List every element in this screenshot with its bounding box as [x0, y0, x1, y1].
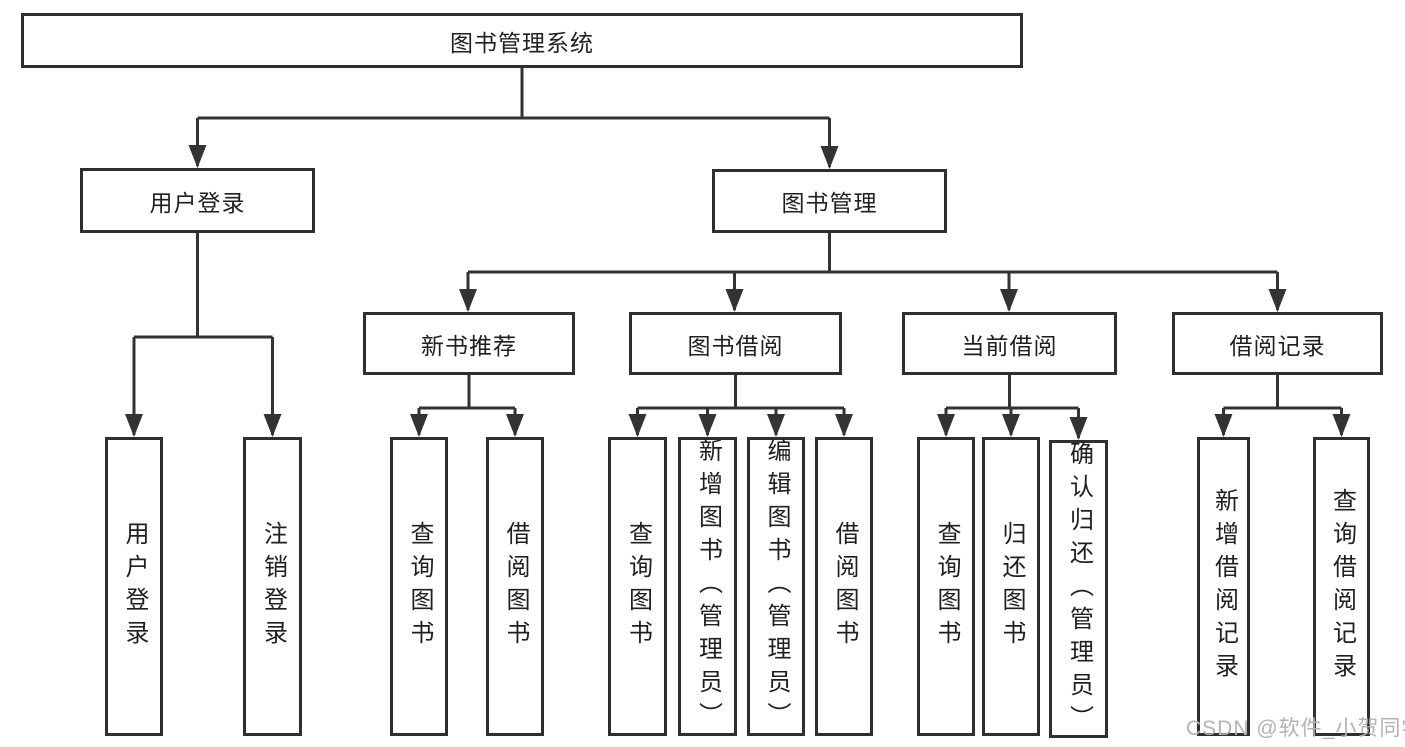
arrowhead [188, 145, 207, 168]
leaf-borrow-books-recommend: 借阅图书 [486, 437, 544, 736]
leaf-add-borrow-record: 新增借阅记录 [1197, 437, 1250, 736]
arrowhead [459, 289, 477, 312]
leaf-edit-books-admin: 编辑图书（管理员） [747, 437, 805, 736]
csdn-watermark: CSDN @软件_小贺同学 [1186, 717, 1405, 740]
node-book-borrow: 图书借阅 [629, 312, 842, 375]
arrowhead [263, 414, 282, 437]
leaf-label: 归还图书 [998, 520, 1025, 653]
leaf-logout: 注销登录 [243, 437, 302, 736]
connector-book-management [466, 233, 1279, 310]
leaf-query-books-recommend: 查询图书 [390, 437, 448, 736]
arrowhead [767, 414, 785, 437]
arrowhead [820, 146, 839, 169]
leaf-label: 用户登录 [121, 520, 148, 653]
leaf-label: 新增借阅记录 [1210, 487, 1238, 686]
arrowhead [1002, 414, 1020, 437]
leaf-label: 查询图书 [406, 520, 433, 653]
arrowhead [835, 414, 853, 437]
node-user-login: 用户登录 [80, 168, 315, 233]
arrowhead [125, 414, 143, 437]
arrowhead [1214, 414, 1233, 437]
arrowhead [1069, 417, 1088, 440]
connector-user-login [132, 233, 274, 435]
node-library-management-system: 图书管理系统 [21, 13, 1023, 68]
arrowhead [628, 414, 647, 437]
leaf-label: 新增图书（管理员） [694, 438, 722, 735]
leaf-borrow-books: 借阅图书 [815, 437, 873, 736]
leaf-user-login: 用户登录 [105, 437, 163, 736]
connector-root [196, 68, 831, 167]
node-new-book-recommend: 新书推荐 [363, 312, 575, 375]
leaf-return-books: 归还图书 [982, 437, 1040, 736]
leaf-label: 查询图书 [933, 520, 960, 653]
leaf-query-books-borrow: 查询图书 [608, 437, 667, 736]
arrowhead [725, 289, 744, 312]
arrowhead [1000, 289, 1018, 312]
leaf-add-books-admin: 新增图书（管理员） [678, 437, 737, 736]
leaf-label: 借阅图书 [831, 520, 858, 653]
leaf-label: 编辑图书（管理员） [763, 438, 790, 735]
connector-borrow-records [1222, 375, 1343, 435]
arrowhead [410, 414, 428, 437]
arrowhead [1268, 289, 1287, 312]
leaf-confirm-return-admin: 确认归还（管理员） [1049, 440, 1108, 738]
leaf-label: 查询图书 [624, 520, 652, 653]
connector-book-borrow [636, 375, 846, 435]
node-current-borrow: 当前借阅 [902, 312, 1117, 375]
arrowhead [937, 414, 955, 437]
leaf-label: 查询借阅记录 [1328, 487, 1356, 686]
node-borrow-records: 借阅记录 [1172, 312, 1383, 375]
node-book-management: 图书管理 [712, 169, 947, 233]
leaf-label: 确认归还（管理员） [1065, 440, 1093, 738]
arrowhead [698, 414, 717, 437]
arrowhead [1332, 414, 1351, 437]
leaf-query-books-current: 查询图书 [917, 437, 975, 736]
leaf-label: 注销登录 [259, 520, 287, 653]
leaf-label: 借阅图书 [502, 520, 529, 653]
leaf-query-borrow-record: 查询借阅记录 [1313, 437, 1370, 736]
connector-new-book-recommend [417, 375, 517, 435]
arrowhead [506, 414, 524, 437]
